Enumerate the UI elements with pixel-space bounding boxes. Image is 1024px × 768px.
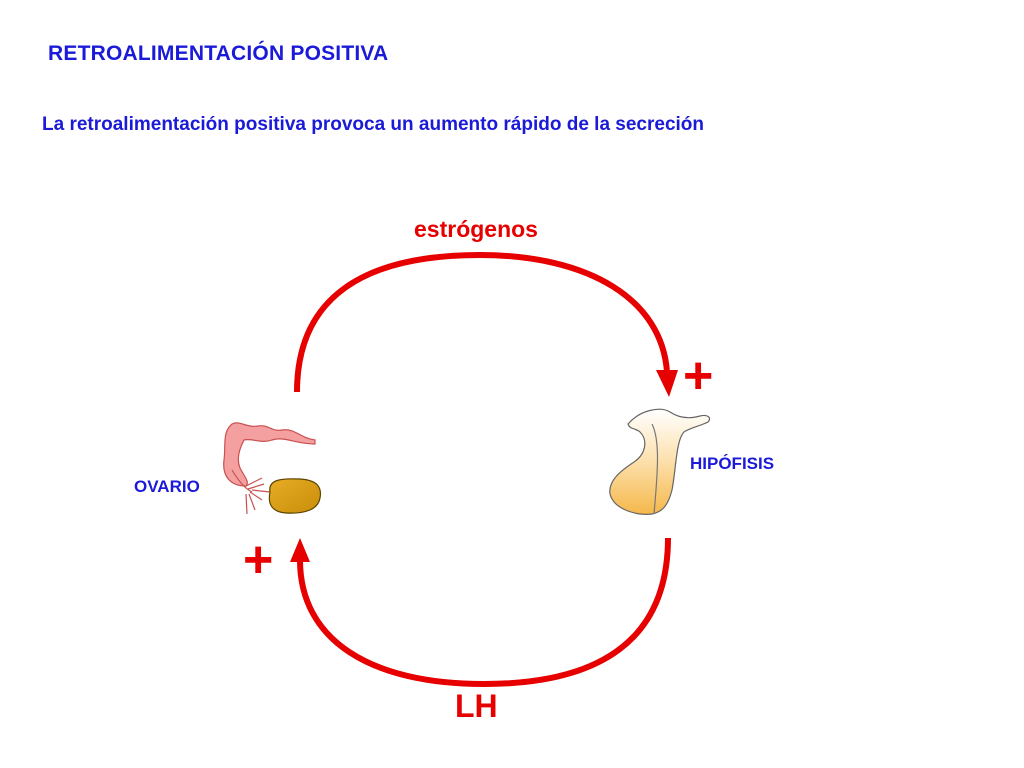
ovary-icon	[223, 422, 322, 515]
plus-sign-ovary: +	[243, 531, 274, 589]
lh-arrowhead	[290, 538, 310, 562]
pituitary-label: HIPÓFISIS	[690, 454, 775, 473]
estrogen-label: estrógenos	[414, 216, 538, 242]
lh-arrow-arc	[297, 537, 671, 688]
lh-label: LH	[455, 688, 498, 724]
plus-sign-pituitary: +	[683, 347, 714, 405]
estrogen-arrow-arc	[294, 251, 670, 393]
page-title: RETROALIMENTACIÓN POSITIVA	[48, 42, 389, 65]
ovary-label: OVARIO	[134, 477, 200, 496]
estrogen-arrowhead	[656, 370, 678, 397]
page-subtitle: La retroalimentación positiva provoca un…	[42, 114, 705, 135]
pituitary-icon	[609, 408, 711, 515]
